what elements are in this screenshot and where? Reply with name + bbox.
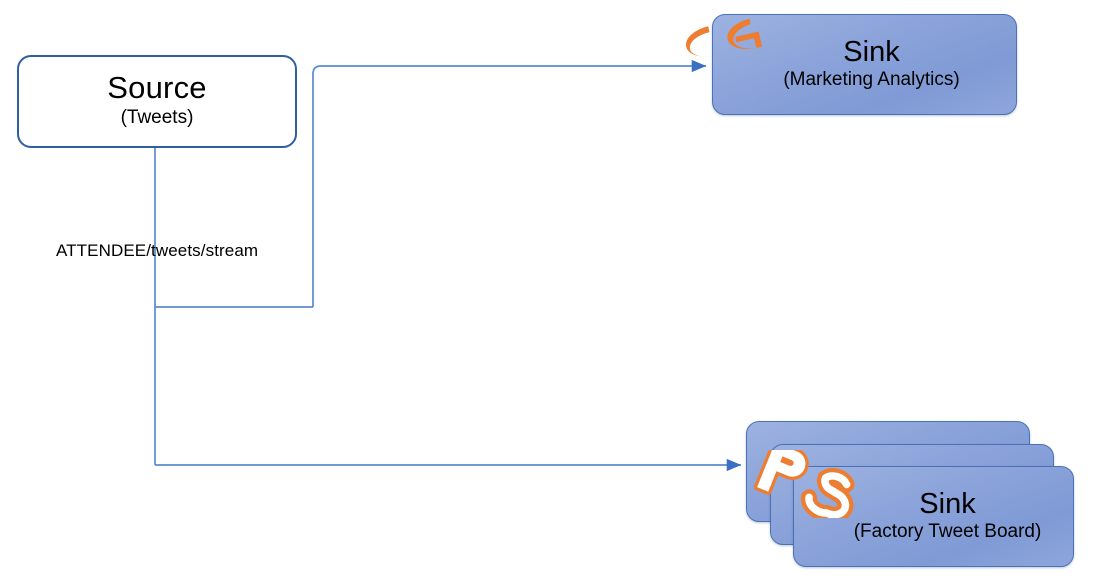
source-title: Source <box>107 70 207 106</box>
source-subtitle: (Tweets) <box>120 107 194 129</box>
edge-label-attendee-tweets-stream: ATTENDEE/tweets/stream <box>56 241 259 260</box>
sink-factory-subtitle: (Factory Tweet Board) <box>853 520 1042 542</box>
sink-marketing-title: Sink <box>843 35 900 68</box>
node-sink-marketing-analytics[interactable]: Sink (Marketing Analytics) <box>712 14 1017 115</box>
node-source[interactable]: Source (Tweets) <box>17 55 297 148</box>
sink-factory-content: Sink (Factory Tweet Board) <box>794 488 1073 544</box>
node-sink-factory-tweet-board[interactable]: Sink (Factory Tweet Board) <box>793 466 1074 567</box>
sink-marketing-subtitle: (Marketing Analytics) <box>783 68 960 90</box>
connector-to-marketing-sink <box>312 59 707 307</box>
sink-factory-title: Sink <box>919 487 976 520</box>
sink-marketing-content: Sink (Marketing Analytics) <box>713 36 1016 92</box>
